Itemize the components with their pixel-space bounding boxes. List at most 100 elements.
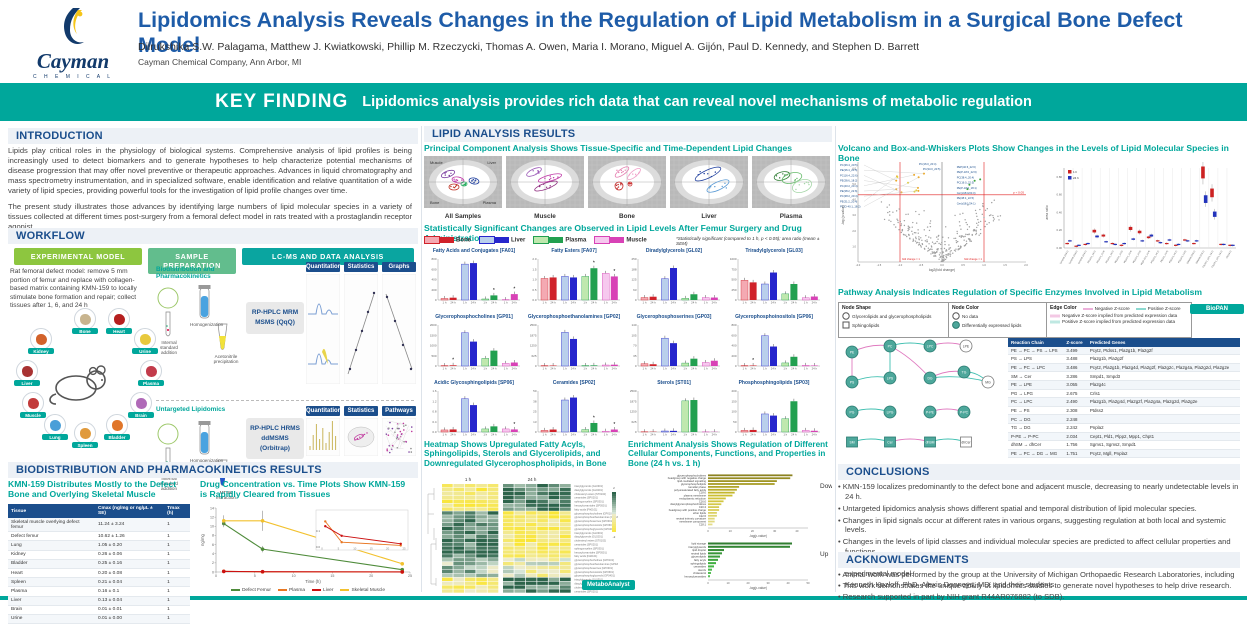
- svg-text:1 h: 1 h: [443, 367, 447, 371]
- svg-text:1 h: 1 h: [804, 433, 808, 437]
- conclusion-bullet: • Untargeted lipidomics analysis shows d…: [838, 504, 1240, 514]
- organ-badge-bone: Bone: [72, 308, 98, 334]
- svg-text:1 h: 1 h: [604, 301, 608, 305]
- svg-text:glycerophosphoinositols [GP060: glycerophosphoinositols [GP0601]: [574, 570, 614, 574]
- svg-text:24 h: 24 h: [612, 433, 618, 437]
- svg-text:40: 40: [786, 581, 790, 585]
- svg-text:24 h: 24 h: [691, 367, 697, 371]
- svg-text:6: 6: [212, 543, 214, 547]
- svg-text:24 h: 24 h: [791, 301, 797, 305]
- key-finding-label: KEY FINDING: [215, 91, 348, 113]
- biodistribution-results-heading: BIODISTRIBUTION AND PHARMACOKINETICS RES…: [8, 462, 418, 478]
- analysis-preview-quantitation: [306, 274, 340, 384]
- svg-text:1 h: 1 h: [563, 433, 567, 437]
- svg-text:TG(18:1_18:1_18:1): TG(18:1_18:1_18:1): [1212, 250, 1224, 268]
- svg-text:C18:1: C18:1: [699, 522, 707, 526]
- svg-text:0.80: 0.80: [1057, 175, 1063, 179]
- svg-text:Cer(d18:0/24:0): Cer(d18:0/24:0): [957, 191, 976, 195]
- svg-text:0: 0: [535, 364, 537, 368]
- svg-text:20: 20: [386, 547, 390, 551]
- pca-caption: All Samples: [424, 213, 502, 220]
- pca-panel-plasma: Plasma: [752, 156, 830, 220]
- acknowledgment-bullet: • Animal work was performed by the group…: [838, 570, 1240, 590]
- svg-text:35: 35: [633, 354, 637, 358]
- workflow-step-experimental-model: EXPERIMENTAL MODEL: [14, 248, 142, 265]
- svg-text:150: 150: [731, 399, 736, 403]
- svg-text:*: *: [452, 358, 454, 364]
- introduction-paragraph-1: Lipids play critical roles in the physio…: [8, 146, 412, 196]
- svg-text:1 h: 1 h: [604, 367, 608, 371]
- svg-text:5: 5: [254, 574, 256, 578]
- enrichment-title: Enrichment Analysis Shows Regulation of …: [628, 440, 832, 468]
- svg-text:DG: DG: [927, 376, 932, 380]
- svg-text:hexosylceramides [SP0501]: hexosylceramides [SP0501]: [574, 504, 606, 508]
- svg-text:PC(36:4_20:5): PC(36:4_20:5): [840, 163, 858, 167]
- svg-text:20: 20: [369, 574, 373, 578]
- node-shape-square-label: Sphingolipids: [852, 323, 879, 328]
- svg-text:24 h: 24 h: [571, 433, 577, 437]
- svg-text:LPS: LPS: [887, 376, 894, 380]
- svg-text:24 h: 24 h: [528, 477, 537, 482]
- column-divider: [835, 126, 836, 592]
- svg-text:24 h: 24 h: [791, 367, 797, 371]
- svg-text:LPC: LPC: [927, 344, 934, 348]
- circle-node-icon: [842, 312, 850, 320]
- svg-text:Cer(d18:1/16:0): Cer(d18:1/16:0): [1059, 250, 1069, 265]
- svg-text:1000: 1000: [730, 257, 737, 261]
- svg-text:1.6: 1.6: [432, 389, 437, 393]
- svg-text:dhSM: dhSM: [926, 440, 935, 444]
- svg-text:SM(d18:1/16:0): SM(d18:1/16:0): [1187, 250, 1196, 264]
- pca-caption: Bone: [588, 213, 666, 220]
- bar-panel-title: Glycerophosphoethanolamines [GP02]: [524, 314, 624, 321]
- svg-text:50: 50: [533, 389, 537, 393]
- pk-plot-title: Drug Concentration vs. Time Plots Show K…: [200, 480, 414, 500]
- svg-text:0: 0: [535, 430, 537, 434]
- svg-text:24 h: 24 h: [791, 433, 797, 437]
- svg-text:24 h: 24 h: [450, 367, 456, 371]
- svg-text:PS(18:0_18:1): PS(18:0_18:1): [1169, 250, 1178, 263]
- svg-text:400: 400: [431, 278, 436, 282]
- analysis-tab-quantitation: Quantitation: [306, 406, 340, 416]
- svg-text:1 h: 1 h: [443, 433, 447, 437]
- analysis-tab-statistics: Statistics: [344, 406, 378, 416]
- svg-text:24 h: 24 h: [571, 301, 577, 305]
- svg-text:ng/mg: ng/mg: [200, 534, 205, 546]
- svg-text:Cer(d18:1/24:1): Cer(d18:1/24:1): [957, 201, 976, 205]
- analysis-preview-quantitation: [306, 418, 340, 456]
- svg-text:24 h: 24 h: [771, 301, 777, 305]
- svg-text:24 h: 24 h: [650, 301, 656, 305]
- pathway-title: Pathway Analysis Indicates Regulation of…: [838, 288, 1240, 298]
- svg-text:glycerophosphoserines [GP0301]: glycerophosphoserines [GP0301]: [574, 566, 613, 570]
- svg-text:24 h: 24 h: [712, 301, 718, 305]
- svg-text:0.00: 0.00: [1057, 246, 1063, 250]
- pk-table-header: Cmax (ng/mg or ng/µL ± SE): [95, 504, 164, 518]
- svg-text:log2(fold change): log2(fold change): [929, 268, 955, 272]
- prep-step-label: Homogenization: [190, 322, 220, 327]
- svg-text:1.2: 1.2: [432, 399, 437, 403]
- svg-text:1 h: 1 h: [683, 301, 687, 305]
- svg-text:24 h: 24 h: [471, 367, 477, 371]
- svg-text:24 h: 24 h: [712, 367, 718, 371]
- svg-text:1 h: 1 h: [783, 367, 787, 371]
- left-column: INTRODUCTION Lipids play critical roles …: [8, 122, 418, 600]
- workflow-heading: WORKFLOW: [8, 228, 418, 244]
- legend-item: Plasma: [278, 588, 305, 593]
- svg-text:PC(16:0_20:4): PC(16:0_20:4): [1097, 250, 1106, 264]
- svg-text:PC(16:0_20:4): PC(16:0_20:4): [919, 162, 937, 166]
- svg-text:50: 50: [733, 420, 737, 424]
- svg-text:fatty acids [FA0101]: fatty acids [FA0101]: [574, 554, 597, 558]
- negative-edge-icon: [1083, 307, 1093, 311]
- svg-text:PE(P-18:0_18:1): PE(P-18:0_18:1): [957, 186, 977, 190]
- svg-text:1 h: 1 h: [483, 367, 487, 371]
- svg-text:SM: SM: [849, 440, 854, 444]
- conclusion-bullet: • KMN-159 localizes predominantly to the…: [838, 482, 1240, 502]
- svg-text:250: 250: [731, 288, 736, 292]
- pca-caption: Muscle: [506, 213, 584, 220]
